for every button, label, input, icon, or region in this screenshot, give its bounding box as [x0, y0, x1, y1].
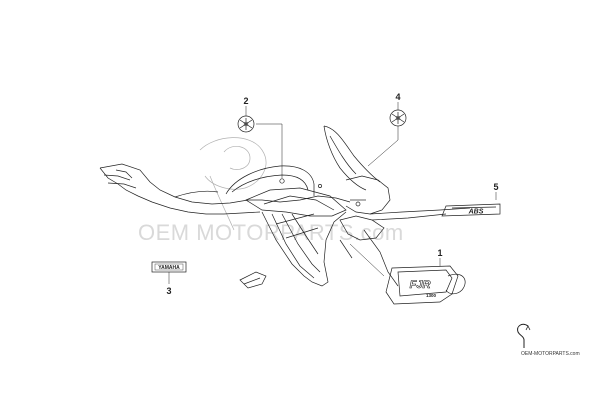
- corner-watermark-text: OEM-MOTORPARTS.com: [521, 351, 580, 357]
- yamaha-emblem-icon: [391, 112, 405, 124]
- watermark-text: OEM MOTORPARTS.com: [138, 220, 404, 245]
- part-5-abs-decal[interactable]: ABS: [441, 203, 501, 217]
- part-2-emblem[interactable]: [237, 115, 255, 133]
- part-4-emblem[interactable]: [389, 109, 407, 127]
- abs-decal-text: ABS: [468, 209, 484, 216]
- yamaha-decal-text: YAMAHA: [158, 265, 180, 271]
- callout-5: 5: [493, 182, 498, 192]
- leader-lines: [168, 102, 497, 284]
- part-1-fjr-decal[interactable]: FJR 1300: [385, 265, 466, 305]
- fjr-decal-subtext: 1300: [426, 293, 437, 298]
- fjr-decal-text: FJR: [410, 279, 431, 291]
- yamaha-emblem-icon: [239, 118, 253, 130]
- watermark: OEM MOTORPARTS.com: [138, 137, 404, 245]
- watermark-logo-icon: [517, 323, 531, 348]
- callout-1: 1: [437, 248, 442, 258]
- callout-3: 3: [166, 286, 171, 296]
- corner-watermark: OEM-MOTORPARTS.com: [517, 323, 580, 357]
- callout-2: 2: [243, 96, 248, 106]
- callout-labels: 1 2 3 4 5: [166, 92, 498, 296]
- callout-4: 4: [395, 92, 400, 102]
- motorcycle-body: [99, 125, 471, 289]
- watermark-logo-icon: [199, 137, 267, 231]
- part-3-yamaha-decal[interactable]: YAMAHA: [151, 261, 187, 273]
